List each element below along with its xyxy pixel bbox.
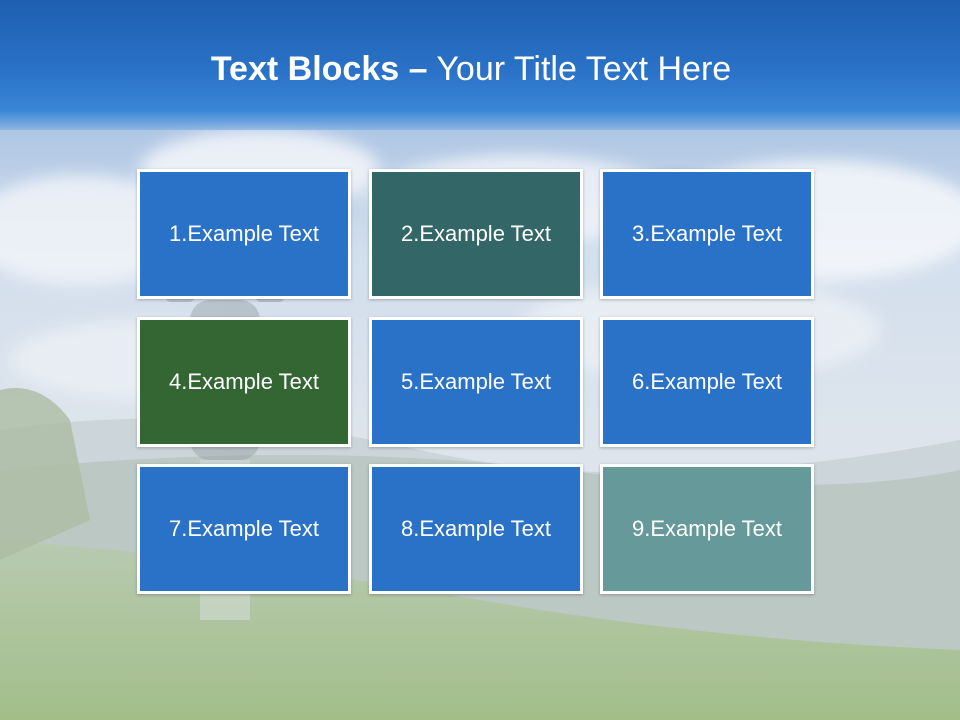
text-block-8[interactable]: 8.Example Text xyxy=(369,464,583,594)
text-block-label: 6.Example Text xyxy=(631,369,782,394)
text-block-1[interactable]: 1.Example Text xyxy=(137,169,351,299)
title-bar: Text Blocks – Your Title Text Here xyxy=(0,0,960,130)
text-block-label: 7.Example Text xyxy=(168,516,319,541)
text-block-label: 9.Example Text xyxy=(631,516,782,541)
slide-title: Text Blocks – Your Title Text Here xyxy=(0,50,942,89)
title-bold-text: Text Blocks xyxy=(210,50,400,88)
text-block-6[interactable]: 6.Example Text xyxy=(600,317,814,447)
text-block-7[interactable]: 7.Example Text xyxy=(137,464,351,594)
title-rest-text: Your Title Text Here xyxy=(436,50,732,88)
text-block-9[interactable]: 9.Example Text xyxy=(600,464,814,594)
text-block-label: 2.Example Text xyxy=(400,221,551,246)
text-block-label: 1.Example Text xyxy=(168,221,319,246)
text-block-label: 3.Example Text xyxy=(631,221,782,246)
title-dash: – xyxy=(408,50,428,88)
text-block-label: 8.Example Text xyxy=(400,516,551,541)
text-block-3[interactable]: 3.Example Text xyxy=(600,169,814,299)
text-block-4[interactable]: 4.Example Text xyxy=(137,317,351,447)
text-block-label: 4.Example Text xyxy=(168,369,319,394)
text-block-label: 5.Example Text xyxy=(400,369,551,394)
text-block-5[interactable]: 5.Example Text xyxy=(369,317,583,447)
text-block-2[interactable]: 2.Example Text xyxy=(369,169,583,299)
